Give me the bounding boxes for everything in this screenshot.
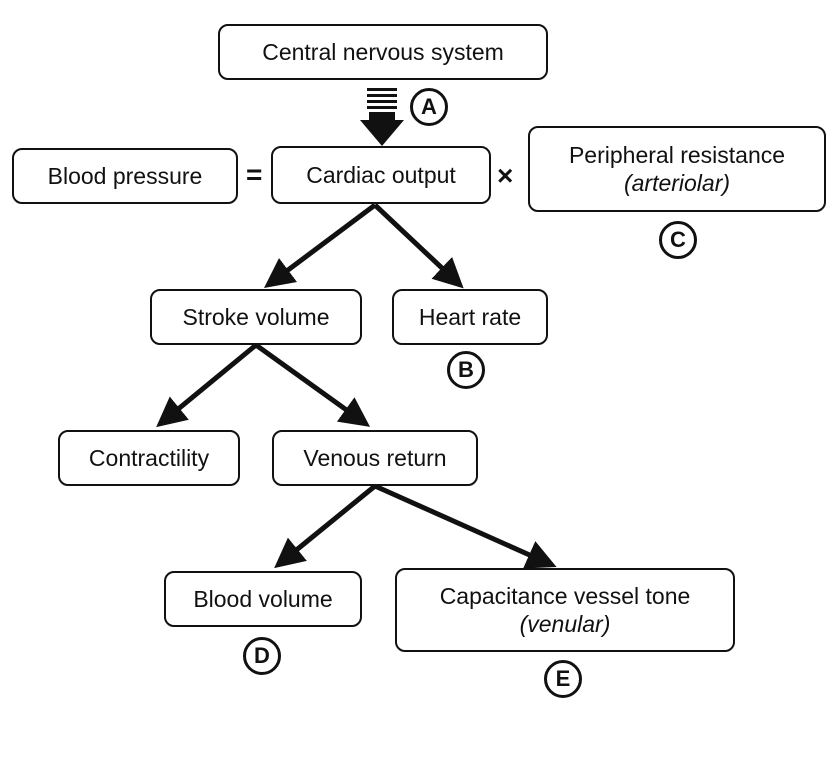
marker-c-badge: C bbox=[659, 221, 697, 259]
equals-sign: = bbox=[246, 159, 263, 190]
node-central-nervous-system: Central nervous system bbox=[218, 24, 548, 80]
node-label: Capacitance vessel tone bbox=[439, 583, 691, 609]
node-label: Contractility bbox=[88, 445, 210, 471]
node-contractility: Contractility bbox=[58, 430, 240, 486]
node-sublabel: (venular) bbox=[519, 611, 611, 637]
node-label: Peripheral resistance bbox=[568, 142, 786, 168]
arrow-cardiac-output-to-heart-rate bbox=[373, 203, 464, 289]
node-label: Blood pressure bbox=[47, 163, 203, 189]
marker-d-badge: D bbox=[243, 637, 281, 675]
multiply-sign: × bbox=[497, 160, 514, 191]
marker-a-badge: A bbox=[410, 88, 448, 126]
node-stroke-volume: Stroke volume bbox=[150, 289, 362, 345]
node-blood-volume: Blood volume bbox=[164, 571, 362, 627]
node-label: Venous return bbox=[303, 445, 447, 471]
node-label: Blood volume bbox=[193, 586, 333, 612]
node-label: Heart rate bbox=[418, 304, 522, 330]
node-label: Cardiac output bbox=[306, 162, 456, 188]
marker-e-badge: E bbox=[544, 660, 582, 698]
node-peripheral-resistance: Peripheral resistance (arteriolar) bbox=[528, 126, 826, 212]
node-cardiac-output: Cardiac output bbox=[271, 146, 491, 204]
node-blood-pressure: Blood pressure bbox=[12, 148, 238, 204]
arrow-cardiac-output-to-stroke-volume bbox=[263, 202, 377, 288]
node-sublabel: (arteriolar) bbox=[623, 170, 731, 196]
arrow-stroke-volume-to-venous-return bbox=[254, 342, 371, 427]
node-venous-return: Venous return bbox=[272, 430, 478, 486]
marker-b-badge: B bbox=[447, 351, 485, 389]
arrow-stroke-volume-to-contractility bbox=[156, 343, 258, 428]
node-heart-rate: Heart rate bbox=[392, 289, 548, 345]
node-capacitance-vessel-tone: Capacitance vessel tone (venular) bbox=[395, 568, 735, 652]
node-label: Stroke volume bbox=[182, 304, 330, 330]
arrow-venous-return-to-capacitance-tone bbox=[373, 483, 557, 569]
node-label: Central nervous system bbox=[262, 39, 504, 65]
arrow-venous-return-to-blood-volume bbox=[274, 484, 377, 569]
cns-to-cardiac-output-arrow bbox=[360, 88, 404, 146]
